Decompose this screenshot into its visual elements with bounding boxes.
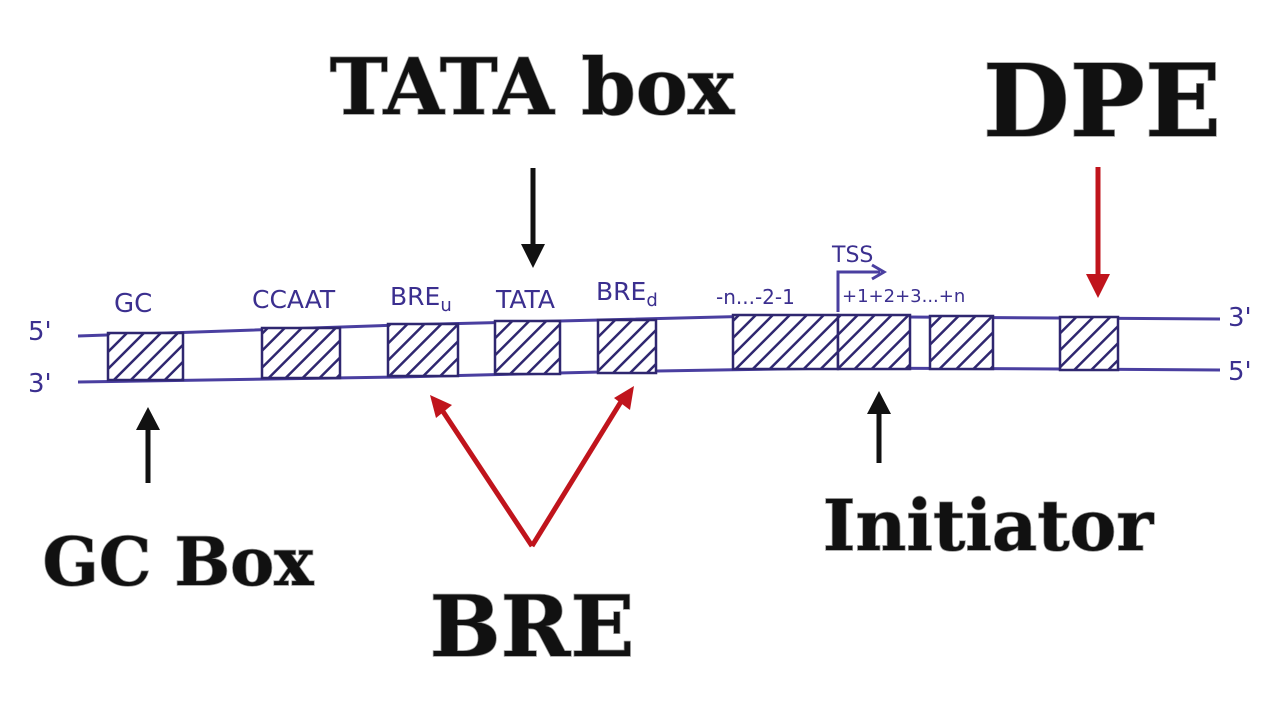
gc-box-arrow <box>136 407 160 483</box>
top-right-end-label: 3' <box>1228 303 1252 333</box>
bre-u-label-sub: u <box>440 295 451 316</box>
bre-d-element-label: BREd <box>596 277 658 311</box>
element-boxes <box>106 313 1120 382</box>
downstream-extension-box <box>928 314 995 371</box>
bre-arrows <box>430 386 634 548</box>
gc-box-title: GC Box <box>42 523 314 601</box>
upstream-positions-label: -n...-2-1 <box>716 285 795 309</box>
tata-element-box <box>493 319 562 376</box>
bre-u-element-box <box>386 322 460 378</box>
tata-box-title: TATA box <box>330 42 736 133</box>
bre-u-element-label: BREu <box>390 282 452 316</box>
dpe-title: DPE <box>983 42 1221 160</box>
bre-d-element-box <box>596 318 658 375</box>
ccaat-element-box <box>260 326 342 380</box>
dpe-element-box <box>1058 315 1120 372</box>
downstream-initiator-box <box>836 313 912 371</box>
gc-element-box <box>106 331 185 382</box>
initiator-arrow <box>867 391 891 463</box>
tata-element-label: TATA <box>495 285 555 314</box>
gc-element-label: GC <box>114 289 152 319</box>
tata-box-arrow <box>521 168 545 268</box>
ccaat-element-label: CCAAT <box>252 285 336 314</box>
dpe-arrow <box>1086 167 1110 298</box>
bre-d-label-sub: d <box>646 290 657 311</box>
downstream-positions-label: +1+2+3...+n <box>842 286 965 307</box>
tss-label: TSS <box>831 243 873 268</box>
bre-title: BRE <box>430 577 635 676</box>
upstream-initiator-box <box>731 313 840 371</box>
top-left-end-label: 5' <box>28 317 52 347</box>
bre-u-label-main: BRE <box>390 282 440 311</box>
initiator-title: Initiator <box>823 484 1155 567</box>
bottom-right-end-label: 5' <box>1228 357 1252 387</box>
tss-arrow <box>836 263 887 312</box>
bre-d-label-main: BRE <box>596 277 646 306</box>
bottom-left-end-label: 3' <box>28 369 52 399</box>
